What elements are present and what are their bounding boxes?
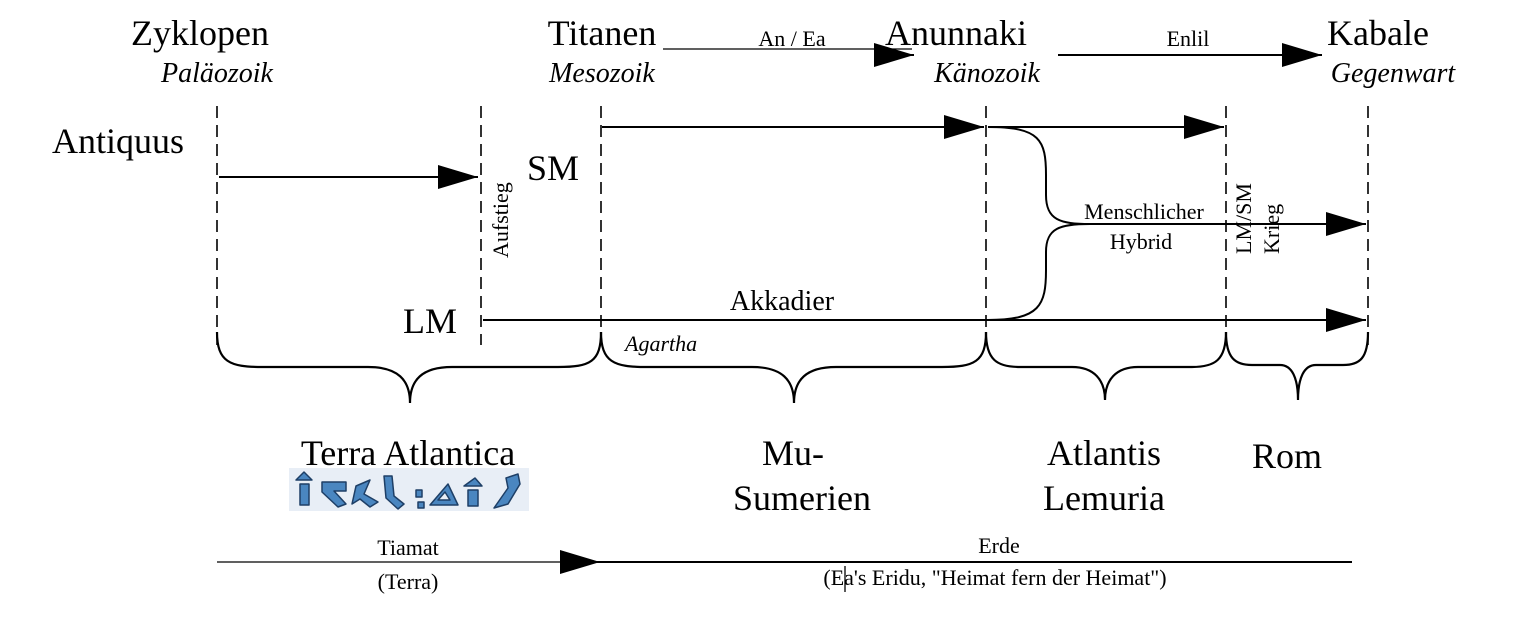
ancient-glyphs-image (289, 468, 529, 511)
lineage-sm: SM (527, 148, 579, 188)
transition-enlil: Enlil (1167, 26, 1210, 51)
label-lm-sm: LM/SM (1231, 183, 1256, 254)
label-krieg: Krieg (1259, 204, 1284, 254)
planet-erde: Erde (978, 533, 1020, 558)
region-sumerien: Sumerien (733, 478, 871, 518)
era-gegenwart: Gegenwart (1331, 58, 1457, 89)
era-mesozoik: Mesozoik (548, 58, 655, 89)
lineage-antiquus: Antiquus (52, 121, 184, 161)
region-atlantis: Atlantis (1047, 433, 1161, 473)
label-agartha: Agartha (623, 331, 697, 356)
label-menschlicher: Menschlicher (1084, 199, 1204, 224)
planet-eridu: (Ea's Eridu, "Heimat fern der Heimat") (823, 565, 1166, 590)
label-akkadier: Akkadier (730, 286, 835, 317)
era-kaenozoik: Känozoik (933, 58, 1040, 89)
curve-sm-to-hybrid (987, 126, 1091, 225)
era-titanen: Titanen (548, 13, 657, 53)
label-aufstieg: Aufstieg (488, 182, 513, 258)
label-hybrid: Hybrid (1110, 229, 1172, 254)
brace-terra-atlantica (215, 331, 603, 404)
era-zyklopen: Zyklopen (131, 13, 269, 53)
era-kabale: Kabale (1327, 13, 1429, 53)
region-rom: Rom (1252, 436, 1322, 476)
era-palaeozoik: Paläozoik (160, 58, 274, 89)
planet-terra: (Terra) (378, 569, 439, 594)
transition-an-ea: An / Ea (758, 26, 825, 51)
region-mu: Mu- (762, 433, 824, 473)
brace-mu-sumerien (599, 331, 988, 404)
region-lemuria: Lemuria (1043, 478, 1165, 518)
brace-rom (1224, 331, 1370, 401)
era-anunnaki: Anunnaki (885, 13, 1027, 53)
lineage-lm: LM (403, 301, 457, 341)
region-terra-atlantica: Terra Atlantica (301, 433, 515, 473)
curve-lm-to-hybrid (987, 223, 1091, 321)
brace-atlantis-lemuria (984, 331, 1228, 401)
planet-tiamat: Tiamat (377, 535, 439, 560)
